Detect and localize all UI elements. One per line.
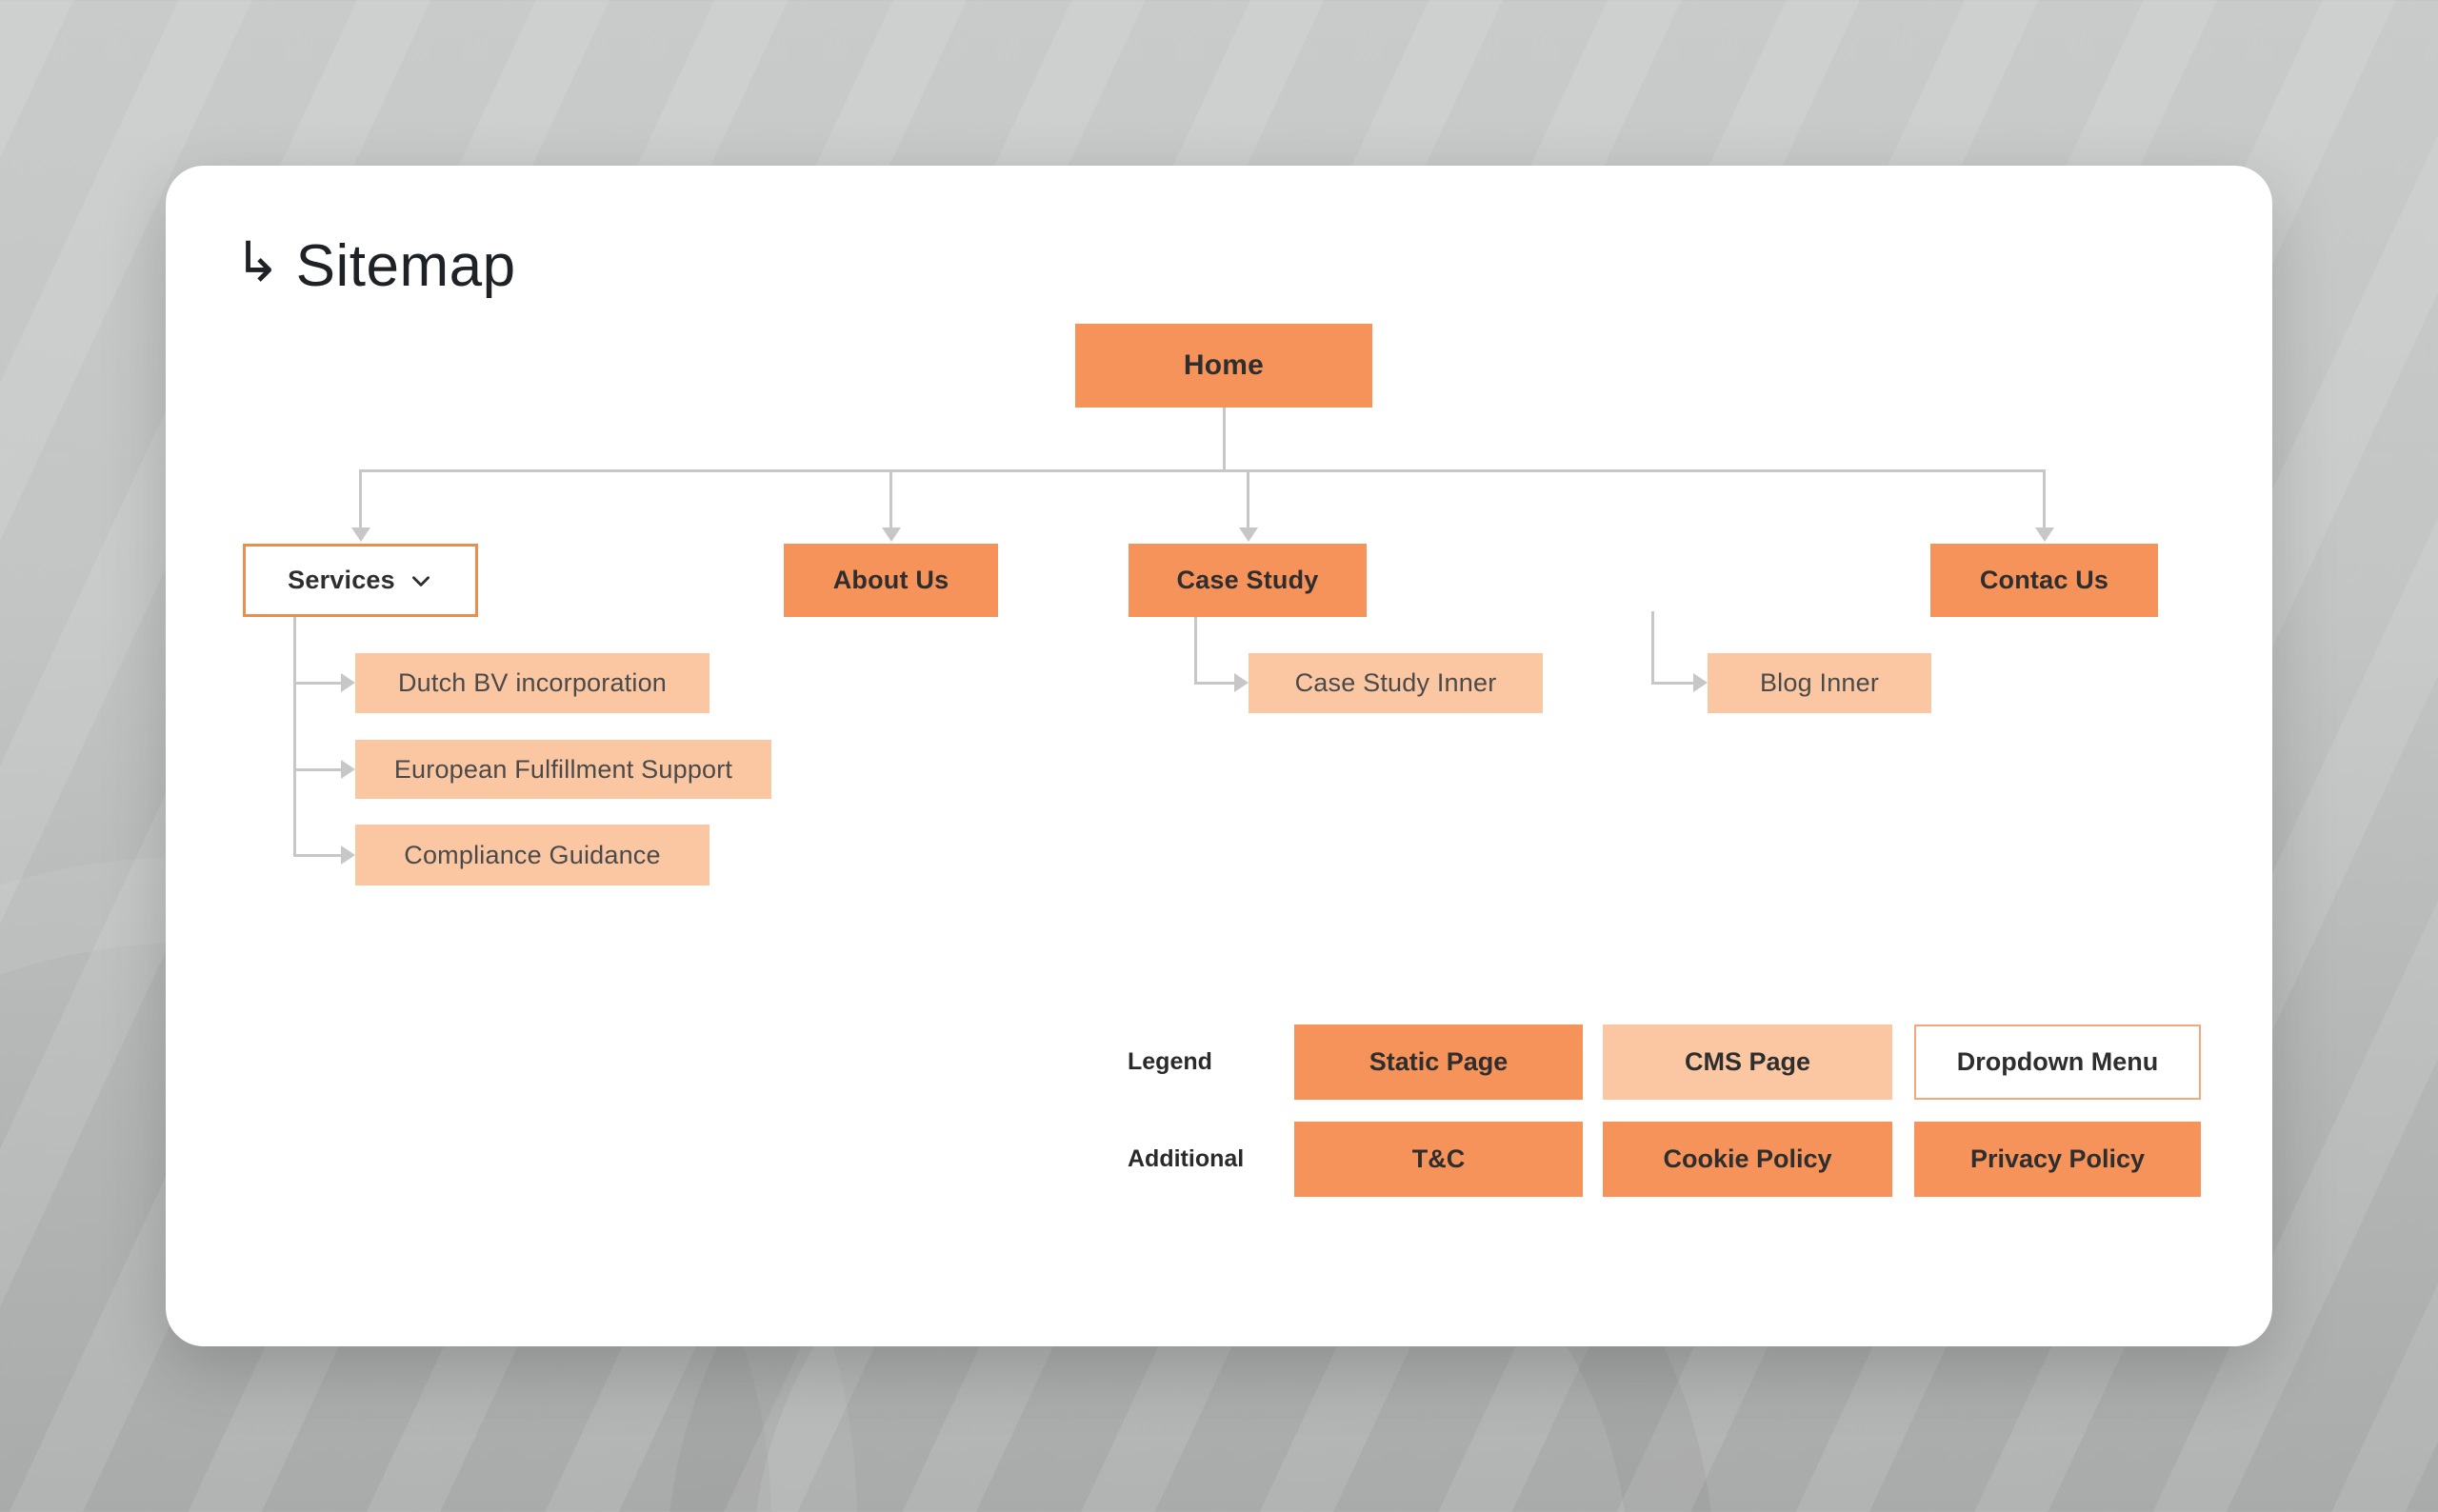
legend-dropdown-menu: Dropdown Menu <box>1914 1025 2201 1100</box>
connector-home-trunk <box>1223 408 1226 469</box>
node-privacy-policy[interactable]: Privacy Policy <box>1914 1122 2201 1197</box>
page-title-text: Sitemap <box>295 233 516 299</box>
connector-drop-services <box>359 469 362 529</box>
node-tc-label: T&C <box>1411 1144 1466 1173</box>
node-case-study-inner-label: Case Study Inner <box>1294 668 1497 697</box>
connector-level1-bus <box>359 469 2045 472</box>
connector-services-trunk <box>293 617 296 857</box>
node-blog-inner[interactable]: Blog Inner <box>1708 653 1931 713</box>
legend-static-page: Static Page <box>1294 1025 1583 1100</box>
connector-branch-european <box>293 768 343 771</box>
node-contact-us[interactable]: Contac Us <box>1930 544 2158 617</box>
node-home-label: Home <box>1183 349 1265 381</box>
legend-cms-page: CMS Page <box>1603 1025 1892 1100</box>
arrowhead-services <box>351 527 370 542</box>
node-services-label: Services <box>288 566 395 594</box>
arrowhead-european <box>341 760 355 779</box>
legend-label: Legend <box>1128 1048 1212 1075</box>
node-contact-us-label: Contac Us <box>1979 566 2109 594</box>
node-compliance-guidance[interactable]: Compliance Guidance <box>355 825 709 885</box>
sitemap-card: ↳ Sitemap Home Services About Us Case St… <box>166 166 2272 1346</box>
node-about-us-label: About Us <box>832 566 949 594</box>
node-home[interactable]: Home <box>1075 324 1372 408</box>
return-arrow-icon: ↳ <box>234 230 281 293</box>
arrowhead-case-study <box>1239 527 1258 542</box>
node-dutch-bv-incorporation[interactable]: Dutch BV incorporation <box>355 653 709 713</box>
node-case-study-label: Case Study <box>1176 566 1319 594</box>
node-european-fulfillment-label: European Fulfillment Support <box>393 754 733 784</box>
additional-label: Additional <box>1128 1145 1245 1172</box>
node-cookie-policy[interactable]: Cookie Policy <box>1603 1122 1892 1197</box>
connector-branch-blog-inner <box>1651 682 1693 685</box>
connector-drop-contact <box>2043 469 2046 529</box>
connector-drop-about <box>889 469 892 529</box>
node-european-fulfillment-support[interactable]: European Fulfillment Support <box>355 740 771 799</box>
connector-case-study-trunk <box>1194 617 1197 685</box>
connector-branch-compliance <box>293 854 343 857</box>
node-dutch-bv-label: Dutch BV incorporation <box>397 668 668 697</box>
arrowhead-contact <box>2035 527 2054 542</box>
page-title: ↳ Sitemap <box>234 232 516 300</box>
connector-blog-trunk <box>1651 611 1654 685</box>
legend-cms-page-label: CMS Page <box>1684 1047 1811 1076</box>
arrowhead-dutch <box>341 673 355 692</box>
node-about-us[interactable]: About Us <box>784 544 998 617</box>
arrowhead-blog-inner <box>1693 673 1708 692</box>
chevron-down-icon <box>409 568 433 593</box>
connector-branch-dutch <box>293 682 343 685</box>
connector-drop-case-study <box>1247 469 1249 529</box>
legend-static-page-label: Static Page <box>1369 1047 1509 1076</box>
node-services[interactable]: Services <box>243 544 478 617</box>
arrowhead-case-inner <box>1234 673 1249 692</box>
connector-branch-case-inner <box>1194 682 1234 685</box>
node-case-study-inner[interactable]: Case Study Inner <box>1249 653 1543 713</box>
legend-dropdown-menu-label: Dropdown Menu <box>1956 1047 2159 1076</box>
node-case-study[interactable]: Case Study <box>1129 544 1367 617</box>
node-privacy-policy-label: Privacy Policy <box>1969 1144 2146 1173</box>
arrowhead-compliance <box>341 846 355 865</box>
arrowhead-about <box>882 527 901 542</box>
node-compliance-guidance-label: Compliance Guidance <box>404 840 661 869</box>
node-cookie-policy-label: Cookie Policy <box>1663 1144 1832 1173</box>
node-terms-and-conditions[interactable]: T&C <box>1294 1122 1583 1197</box>
node-blog-inner-label: Blog Inner <box>1759 668 1880 697</box>
